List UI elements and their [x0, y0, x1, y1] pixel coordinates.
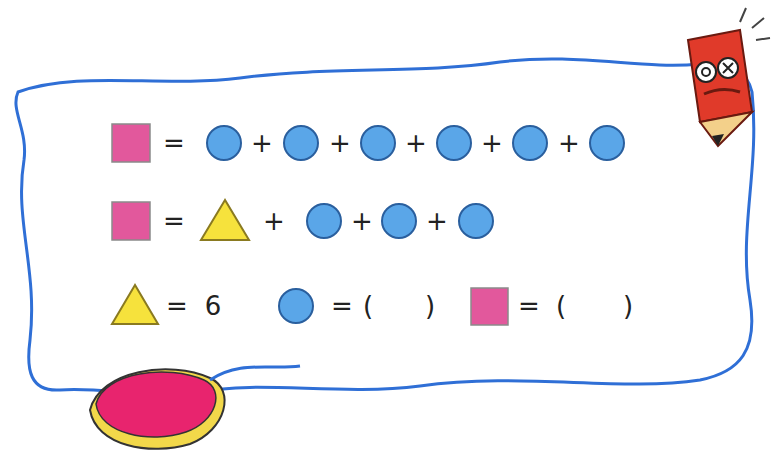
equation-symbol: + [481, 130, 503, 156]
shape-row-1 [112, 124, 624, 162]
wavy-frame [16, 59, 754, 395]
equation-symbol: = [163, 130, 185, 156]
equation-symbol: + [251, 130, 273, 156]
equation-symbol: ( [556, 293, 566, 319]
equation-symbol: + [329, 130, 351, 156]
equation-symbol: 6 [205, 293, 222, 319]
equation-symbol: = [166, 293, 188, 319]
equation-symbol: = [518, 293, 540, 319]
equation-symbol: + [263, 208, 285, 234]
equation-symbol: + [558, 130, 580, 156]
equation-symbol: ) [425, 293, 435, 319]
equation-symbol: + [405, 130, 427, 156]
equation-symbol: = [331, 293, 353, 319]
equation-symbol: + [351, 208, 373, 234]
shape-row-2 [112, 200, 493, 240]
equation-symbol: ) [623, 293, 633, 319]
equation-symbol: ( [363, 293, 373, 319]
equation-symbol: + [426, 208, 448, 234]
pencil-character [688, 8, 770, 146]
equation-symbol: = [163, 208, 185, 234]
computer-mouse [90, 366, 300, 449]
shape-row-3 [112, 285, 508, 325]
